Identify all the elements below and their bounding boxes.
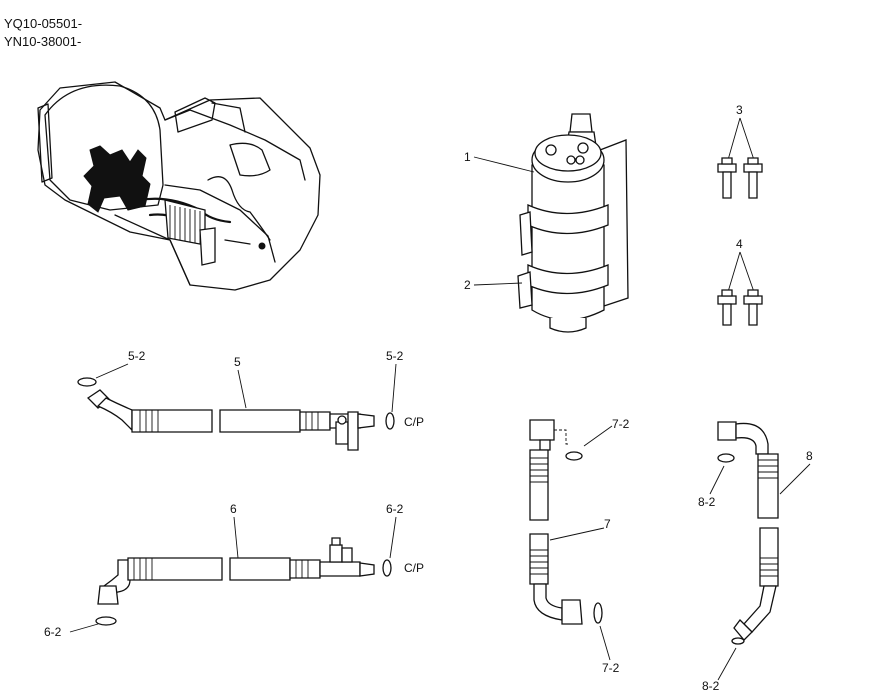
label-part-7-2-bottom: 7-2 (602, 661, 620, 675)
label-part-6: 6 (230, 502, 237, 516)
machine-overview-illustration (37, 81, 321, 291)
label-part-6-2-top: 6-2 (386, 502, 404, 516)
label-part-8-2-top: 8-2 (698, 495, 716, 509)
label-part-4: 4 (736, 237, 743, 251)
label-part-7-2-top: 7-2 (612, 417, 630, 431)
receiver-drier-assembly (517, 113, 629, 333)
hose-assembly-7: 7-2 7 7-2 (529, 417, 630, 675)
label-part-7: 7 (604, 517, 611, 531)
label-part-1: 1 (464, 150, 471, 164)
label-part-3: 3 (736, 103, 743, 117)
serial-number-2: YN10-38001- (4, 34, 81, 49)
label-part-8-2-bottom: 8-2 (702, 679, 720, 693)
hose-assembly-6: 6 6-2 C/P 6-2 (44, 502, 424, 639)
label-part-6-2-bottom: 6-2 (44, 625, 62, 639)
label-part-5: 5 (234, 355, 241, 369)
label-part-8: 8 (806, 449, 813, 463)
label-part-5-cp: C/P (404, 415, 424, 429)
bolt-pair-3: 3 (717, 103, 763, 199)
hose-assembly-8: 8-2 8 8-2 (698, 421, 813, 693)
label-part-5-2-right: 5-2 (386, 349, 404, 363)
label-part-6-cp: C/P (404, 561, 424, 575)
serial-number-1: YQ10-05501- (4, 16, 82, 31)
hose-assembly-5: 5-2 5 5-2 C/P (77, 349, 424, 451)
label-part-5-2-left: 5-2 (128, 349, 146, 363)
label-part-2: 2 (464, 278, 471, 292)
bolt-pair-4: 4 (717, 237, 763, 326)
